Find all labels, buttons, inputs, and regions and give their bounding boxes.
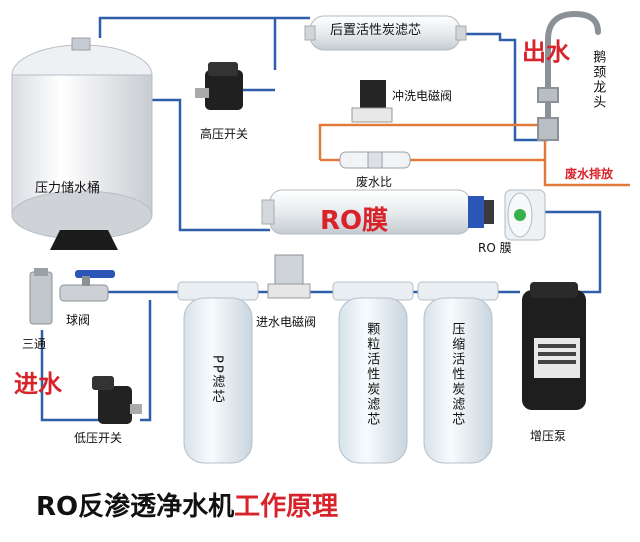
- label-ball-valve: 球阀: [66, 313, 91, 327]
- inlet-solenoid-valve: [267, 254, 311, 299]
- flush-solenoid-valve: [351, 80, 393, 123]
- booster-pump: [522, 282, 586, 410]
- pp-filter-housing: [177, 281, 259, 464]
- water-pipes: [40, 16, 602, 422]
- label-high-pressure-switch: 高压开关: [200, 127, 249, 141]
- label-tee: 三通: [22, 337, 47, 351]
- label-booster-pump: 增压泵: [530, 429, 567, 443]
- tee-fitting: [29, 268, 53, 325]
- gooseneck-faucet: [537, 10, 601, 141]
- label-ro-membrane-big: RO膜: [320, 206, 389, 236]
- low-pressure-switch: [92, 376, 142, 424]
- granular-carbon-housing: [332, 281, 414, 464]
- waste-ratio-valve: [339, 151, 411, 169]
- label-tank: 压力储水桶: [35, 181, 101, 196]
- label-gooseneck-faucet: 鹅颈龙头: [590, 50, 606, 110]
- label-flush-valve: 冲洗电磁阀: [392, 89, 453, 103]
- title-part1: RO反渗透净水机: [36, 492, 235, 522]
- compressed-carbon-housing: [417, 281, 499, 464]
- waste-pipe: [318, 123, 630, 187]
- label-granular-carbon: 颗粒活性炭滤芯: [364, 322, 380, 427]
- label-outlet: 出水: [522, 38, 570, 66]
- label-inlet-valve: 进水电磁阀: [256, 315, 317, 329]
- diagram-title: RO反渗透净水机工作原理: [36, 486, 338, 523]
- ball-valve: [59, 270, 115, 302]
- pressure-tank: [11, 37, 153, 250]
- label-ro-membrane-small: RO 膜: [478, 241, 512, 255]
- label-compressed-carbon: 压缩活性炭滤芯: [449, 322, 465, 427]
- ro-membrane-element: [504, 189, 546, 241]
- label-post-carbon: 后置活性炭滤芯: [330, 23, 422, 38]
- ro-membrane-housing: [261, 189, 494, 235]
- post-carbon-filter: [304, 15, 467, 51]
- label-waste-drain: 废水排放: [565, 167, 614, 181]
- label-low-pressure-switch: 低压开关: [74, 431, 123, 445]
- title-part2: 工作原理: [234, 492, 339, 522]
- label-waste-ratio: 废水比: [356, 175, 393, 189]
- label-inlet: 进水: [14, 370, 62, 398]
- label-pp-filter: PP滤芯: [209, 355, 225, 405]
- high-pressure-switch: [195, 62, 243, 110]
